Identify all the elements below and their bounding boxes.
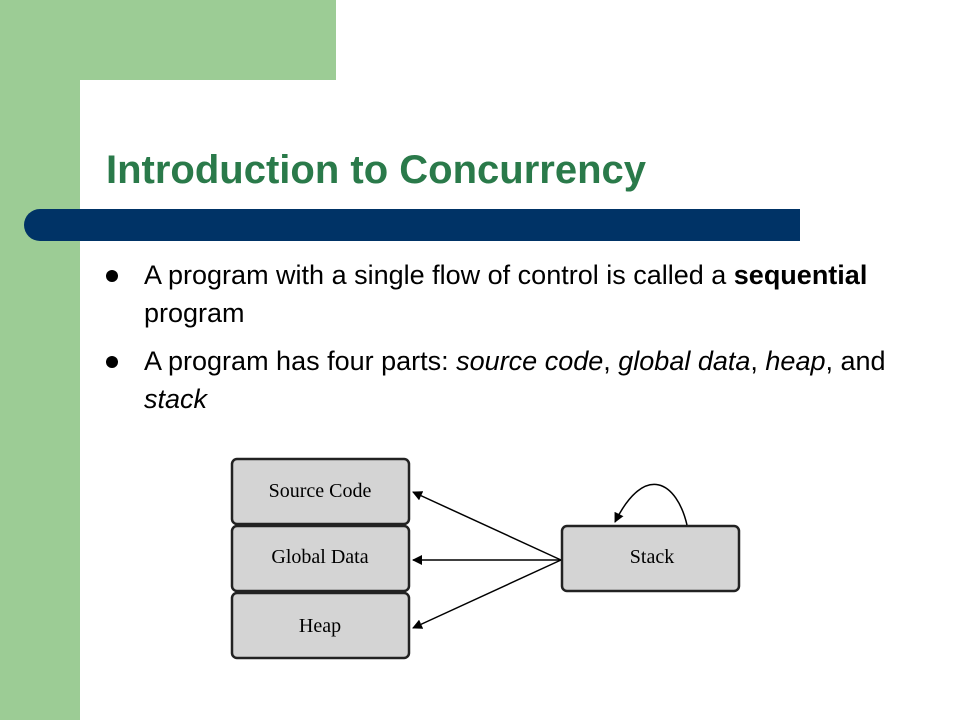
bullet-item-sequential: A program with a single flow of control … (106, 256, 926, 332)
bullet-text-four-parts: A program has four parts: source code, g… (144, 346, 886, 414)
heap-box: Heap (230, 591, 411, 660)
memory-layout-diagram: Source Code Global Data Heap Stack (230, 457, 741, 660)
source-code-box: Source Code (230, 457, 411, 526)
arrow-stack-self-loop (614, 483, 688, 526)
text-run-italic: heap (765, 346, 826, 376)
sidebar-accent (0, 0, 80, 720)
text-run: program (144, 298, 245, 328)
text-run-italic: source code (456, 346, 604, 376)
bullet-item-four-parts: A program has four parts: source code, g… (106, 342, 926, 418)
bullet-dot-icon (106, 270, 118, 282)
text-run-italic: stack (144, 384, 208, 414)
global-data-label: Global Data (271, 546, 368, 568)
arrow-stack-to-source-code (412, 491, 562, 561)
text-run: A program has four parts: (144, 346, 457, 376)
slide-title: Introduction to Concurrency (106, 148, 646, 192)
text-run-bold: sequential (733, 260, 868, 290)
text-run: , (603, 346, 619, 376)
bullet-list: A program with a single flow of control … (106, 256, 926, 432)
text-run: , (750, 346, 766, 376)
text-run: A program with a single flow of control … (144, 260, 734, 290)
title-divider (24, 209, 800, 241)
content-corner (80, 80, 140, 140)
bullet-text-sequential: A program with a single flow of control … (144, 260, 867, 328)
top-accent (0, 0, 336, 80)
arrow-stack-to-heap (412, 559, 562, 629)
text-run: , and (825, 346, 886, 376)
global-data-box: Global Data (230, 524, 411, 593)
stack-label: Stack (630, 546, 674, 568)
text-run-italic: global data (618, 346, 751, 376)
stack-box: Stack (560, 524, 741, 593)
heap-label: Heap (299, 615, 341, 637)
bullet-dot-icon (106, 356, 118, 368)
source-code-label: Source Code (269, 480, 372, 502)
